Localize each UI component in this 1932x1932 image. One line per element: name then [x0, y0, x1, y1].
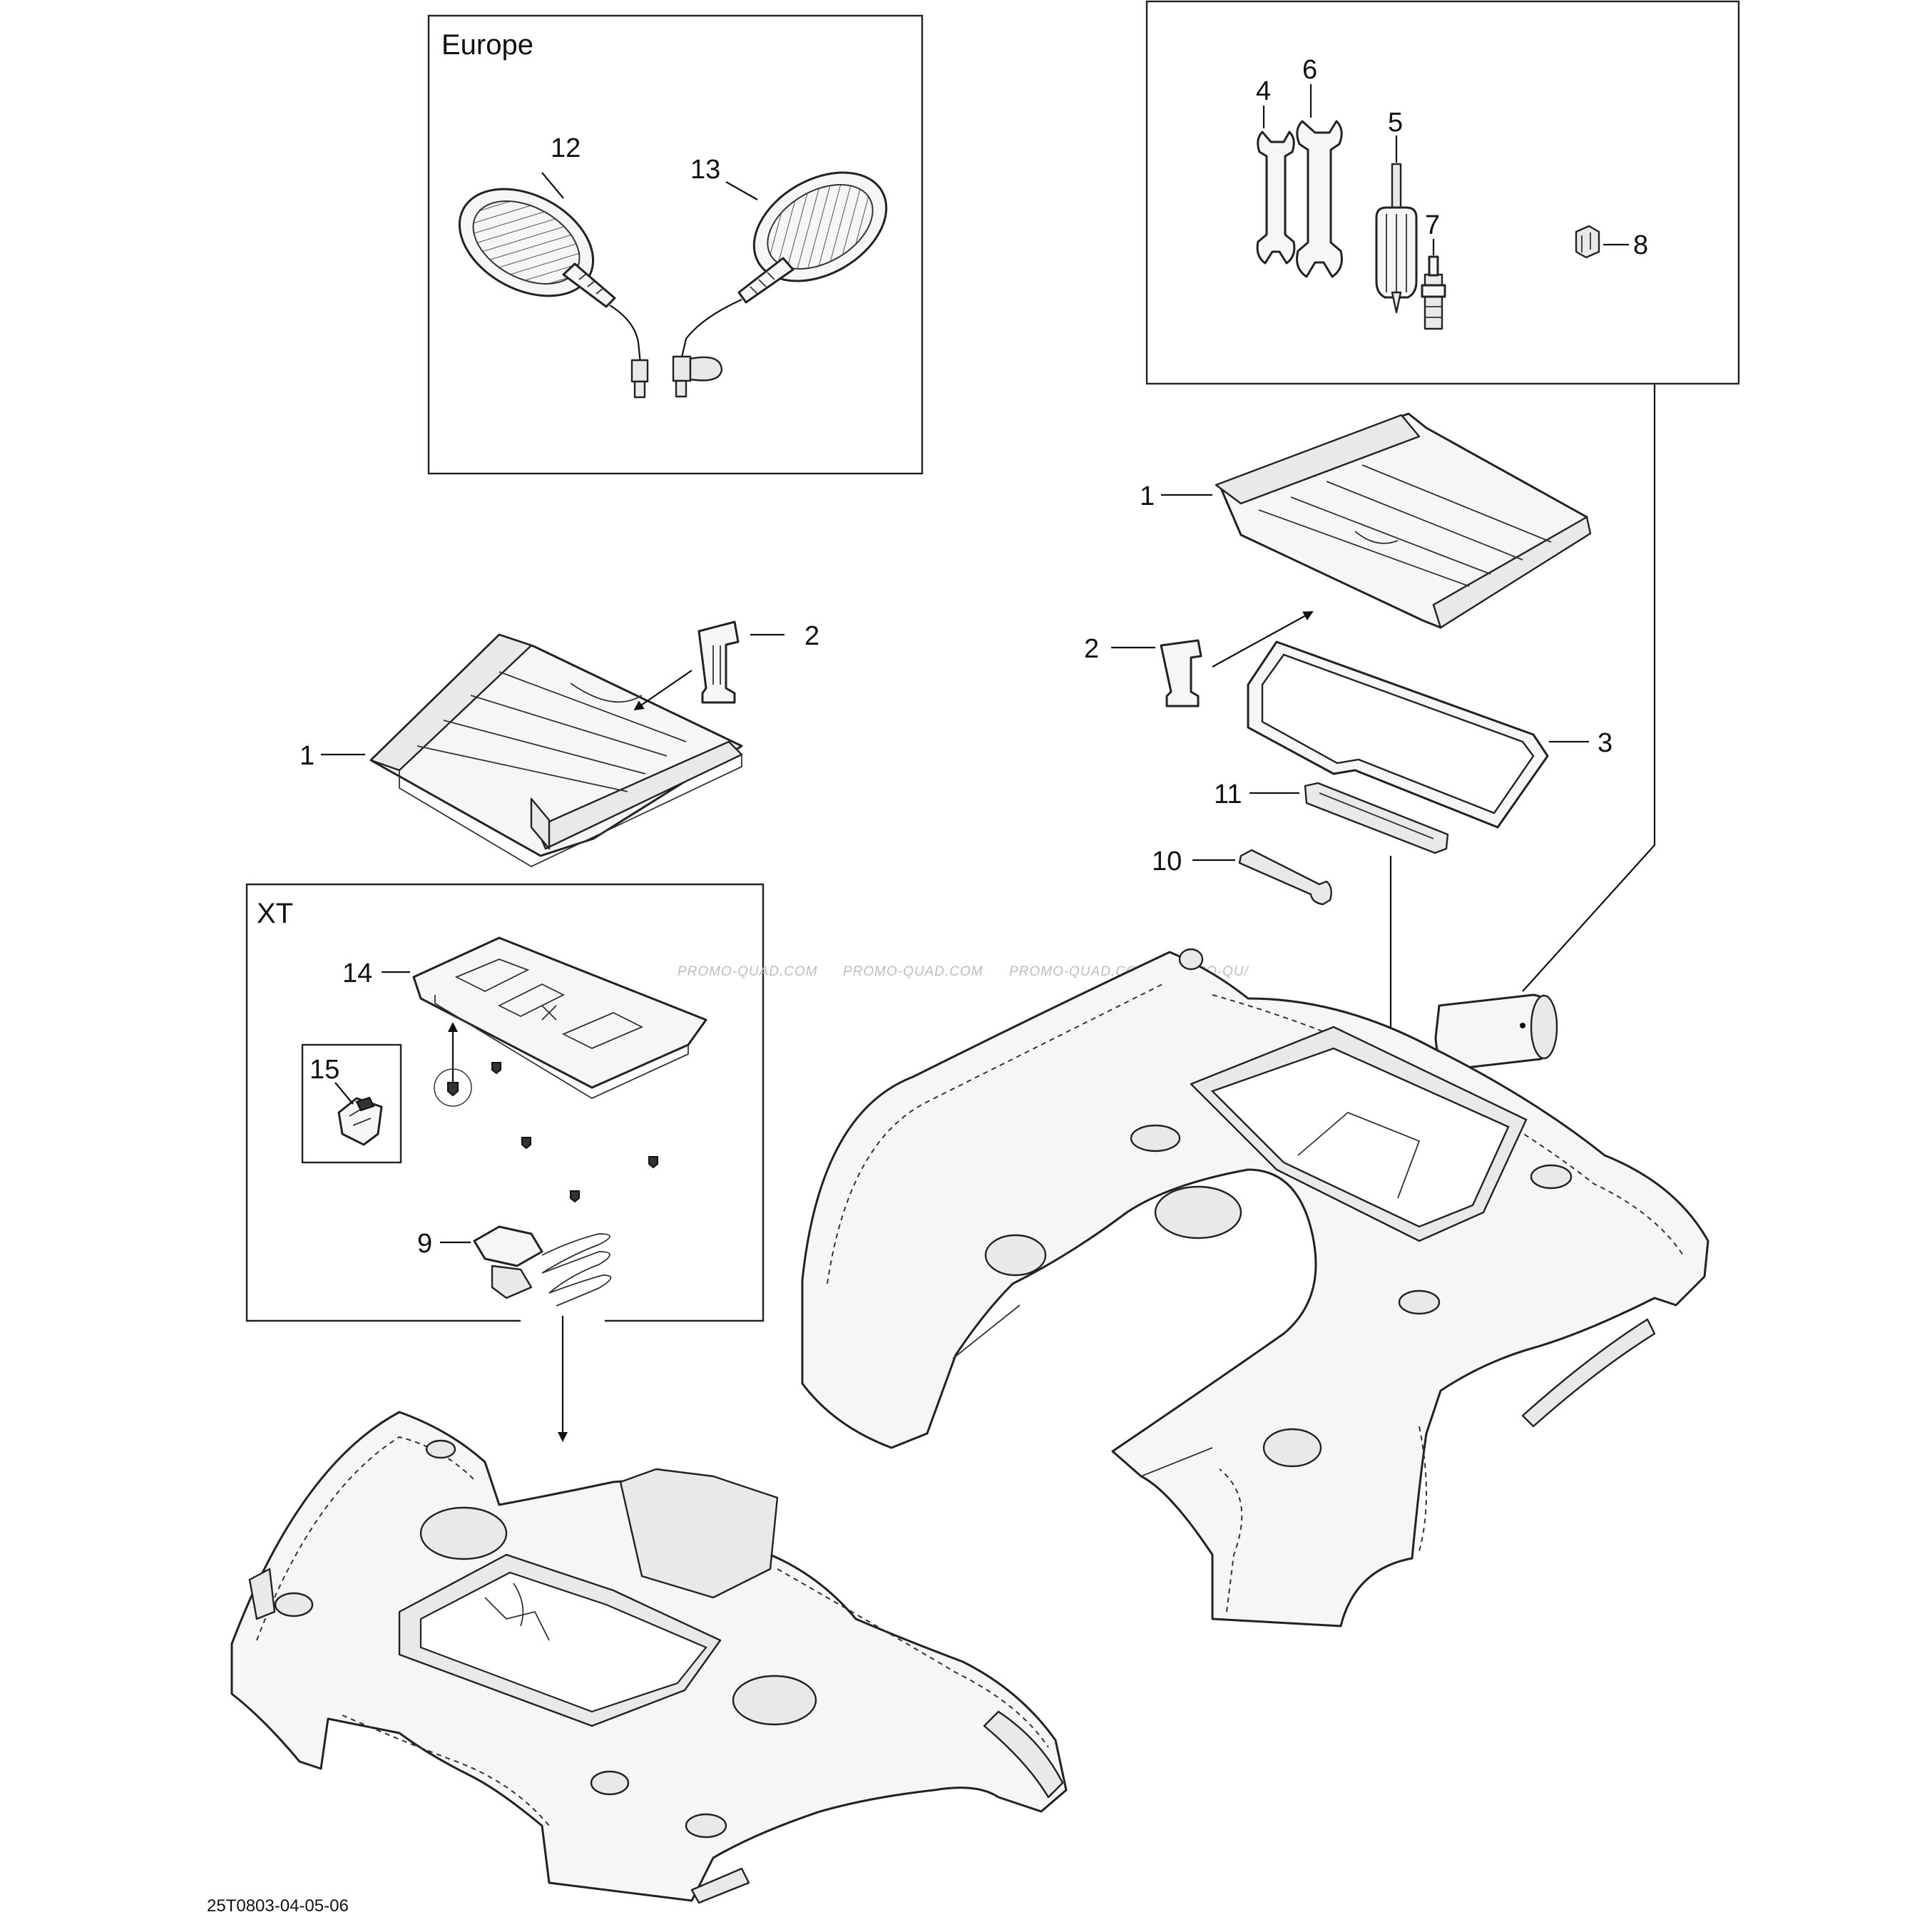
- callout-6: 6: [1302, 55, 1317, 85]
- callout-8: 8: [1633, 230, 1648, 260]
- callout-1-rear: 1: [1140, 481, 1155, 511]
- fuse: [1575, 225, 1600, 259]
- xt-frame: XT 14 15: [245, 883, 765, 1322]
- watermark-1: PROMO-QUAD.COM: [678, 964, 818, 979]
- callout-1-front: 1: [300, 741, 315, 771]
- clip-frame: [301, 1043, 402, 1164]
- tool-kit-frame: 4 6 5 7 8: [1145, 0, 1740, 385]
- gasket: [1247, 640, 1549, 829]
- drawing-code: 25T0803-04-05-06: [207, 1896, 349, 1916]
- screwdriver: [1375, 163, 1418, 314]
- spanner-key: [1238, 849, 1332, 906]
- xt-frame-title: XT: [257, 898, 293, 929]
- front-fender: [230, 1411, 1068, 1904]
- latch-strap: [1304, 782, 1449, 854]
- callout-9: 9: [417, 1229, 432, 1259]
- watermark-2: PROMO-QUAD.COM: [843, 964, 983, 979]
- rear-rack: [1215, 412, 1592, 629]
- rear-rack-bracket: [1160, 639, 1202, 707]
- callout-7: 7: [1425, 210, 1440, 240]
- callout-2-rear: 2: [1084, 634, 1099, 664]
- callout-14: 14: [342, 959, 372, 988]
- wiring-harness: [473, 1225, 612, 1307]
- callout-10: 10: [1152, 847, 1182, 876]
- mirror-left: [458, 188, 649, 399]
- callout-4: 4: [1256, 76, 1271, 106]
- callout-5: 5: [1388, 108, 1403, 138]
- front-rack-bracket: [697, 620, 740, 704]
- tool-bag: [1434, 993, 1558, 1071]
- callout-2-front: 2: [804, 621, 819, 651]
- callout-3: 3: [1598, 728, 1612, 758]
- front-rack: [369, 633, 743, 868]
- callout-11: 11: [1214, 780, 1242, 809]
- callout-15: 15: [310, 1055, 339, 1085]
- callout-13: 13: [690, 155, 720, 185]
- spark-plug: [1421, 255, 1446, 330]
- europe-frame-title: Europe: [441, 29, 533, 61]
- watermark-3: PROMO-QUAD.COM: [1009, 964, 1150, 979]
- callout-12: 12: [551, 133, 581, 163]
- europe-frame: Europe 12 13: [427, 14, 924, 475]
- mounting-plate: [412, 936, 707, 1100]
- mirror-right: [672, 171, 888, 398]
- wrench-small: [1256, 131, 1296, 265]
- fasteners: [434, 1062, 658, 1203]
- wrench-large: [1296, 120, 1343, 278]
- rear-fender: [801, 948, 1709, 1627]
